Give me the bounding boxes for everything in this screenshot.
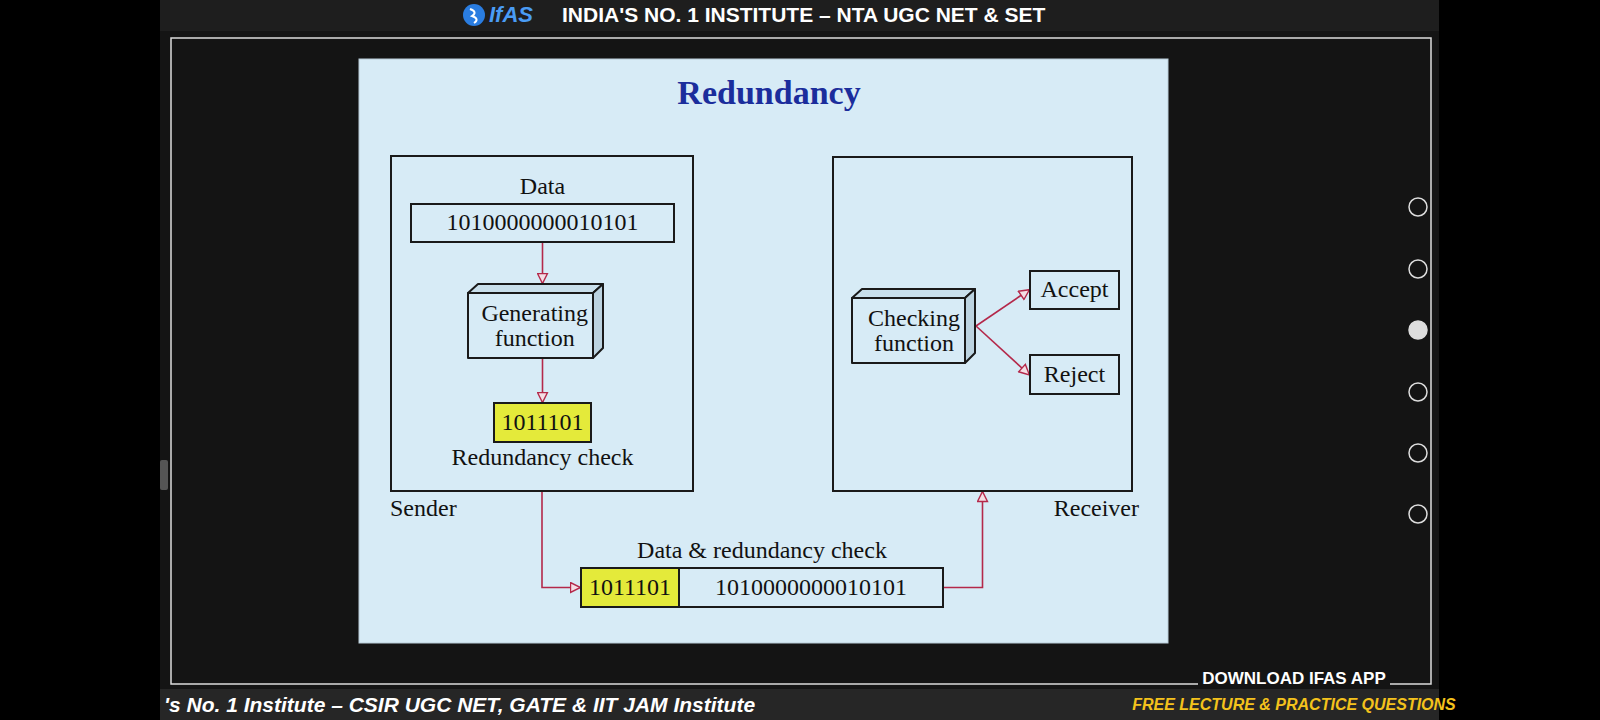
checking-function-box: Checking function — [851, 288, 976, 364]
box-face — [965, 289, 975, 363]
app-promo: DOWNLOAD IFAS APP — [1198, 669, 1390, 689]
logo-swirl — [470, 9, 477, 23]
footer-ticker: 's No. 1 Institute – CSIR UGC NET, GATE … — [164, 693, 755, 717]
box-text: Generating function — [477, 301, 592, 351]
box-text: Checking function — [863, 306, 966, 356]
box-face — [852, 289, 975, 298]
screen-border — [171, 38, 1431, 684]
connector-arrow — [542, 492, 580, 588]
toolbar-icon — [1409, 260, 1427, 278]
promo-tagline: FREE LECTURE & PRACTICE QUESTIONS — [1132, 696, 1456, 714]
slide — [359, 59, 1168, 643]
toolbar-icon — [1409, 444, 1427, 462]
generating-function-box: Generating function — [467, 283, 604, 359]
screen-ground — [160, 31, 1439, 689]
header-bar — [160, 0, 1439, 31]
box-face — [468, 293, 593, 358]
accept-box: Accept — [1029, 270, 1120, 310]
box-face — [468, 284, 603, 293]
toolbar-icon — [1409, 198, 1427, 216]
slide-title: Redundancy — [677, 74, 860, 111]
connector-arrow — [976, 290, 1029, 326]
box-heading: Redundancy check — [452, 445, 634, 470]
box-heading: Data & redundancy check — [637, 538, 887, 563]
redundancy-bits-cell: 1011101 — [580, 567, 680, 608]
toolbar-icon — [1409, 383, 1427, 401]
logo-text: IfAS — [489, 2, 533, 27]
box-text: 1011101 — [501, 410, 583, 435]
toolbar-icon — [1409, 505, 1427, 523]
box-text: 1010000000010101 — [715, 575, 907, 600]
box-text: 1010000000010101 — [447, 210, 639, 235]
box-face — [852, 298, 965, 363]
box-heading: Receiver — [1054, 496, 1139, 521]
box-text: 1011101 — [589, 575, 671, 600]
connector-arrow — [976, 326, 1029, 375]
box-text: Accept — [1041, 277, 1109, 302]
transmitted-frame: Data & redundancy check10111011010000000… — [580, 567, 944, 608]
connector-arrow — [542, 243, 544, 283]
connector-arrow — [542, 359, 544, 402]
receiver-box: ReceiverChecking functionAcceptReject — [832, 156, 1133, 492]
redundancy-check-box: 1011101Redundancy check — [493, 402, 592, 443]
connector-arrow — [944, 492, 983, 588]
sender-box: SenderData1010000000010101Generating fun… — [390, 155, 694, 492]
box-text: Reject — [1044, 362, 1105, 387]
side-tab — [160, 460, 168, 490]
box-heading: Data — [520, 174, 565, 199]
box-heading: Sender — [390, 496, 457, 521]
toolbar-icon — [1409, 321, 1427, 339]
header-text: INDIA'S NO. 1 INSTITUTE – NTA UGC NET & … — [562, 3, 1045, 27]
reject-box: Reject — [1029, 354, 1120, 395]
logo-mark — [463, 4, 485, 26]
data-box: Data1010000000010101 — [410, 203, 675, 243]
data-bits-cell: 1010000000010101 — [678, 567, 944, 608]
box-face — [593, 284, 603, 358]
